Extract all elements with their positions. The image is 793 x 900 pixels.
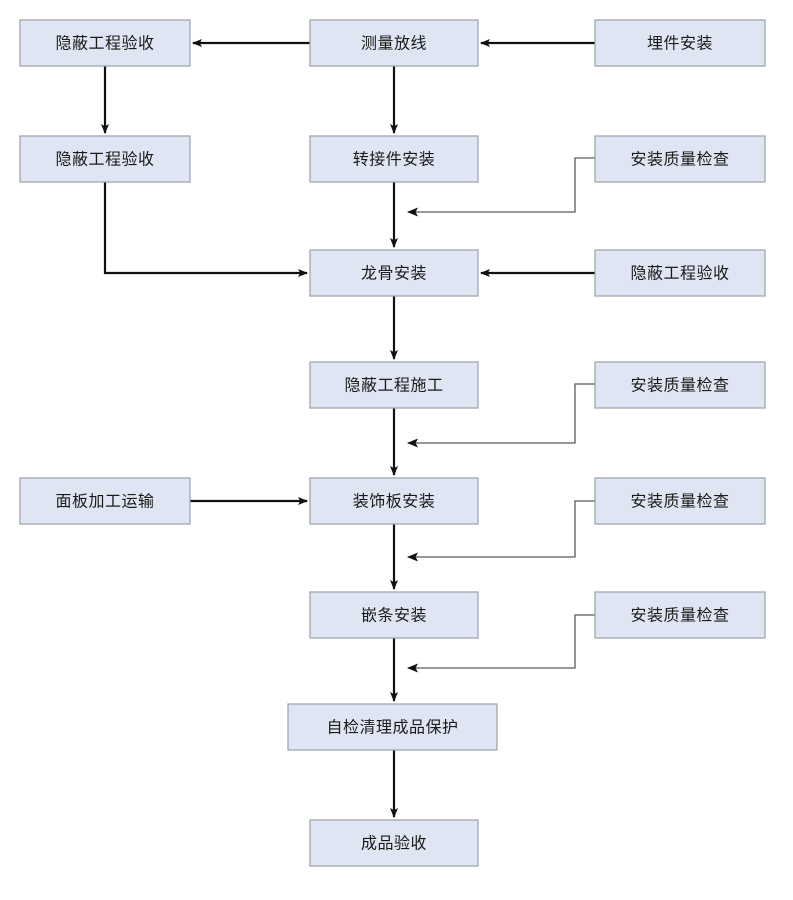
flow-node-label: 埋件安装 <box>647 34 713 53</box>
flow-node-box[interactable] <box>309 477 479 525</box>
flow-node[interactable]: 隐蔽工程验收 <box>19 135 191 183</box>
flow-node[interactable]: 埋件安装 <box>594 19 766 67</box>
flow-node[interactable]: 成品验收 <box>309 819 479 867</box>
flow-node[interactable]: 安装质量检查 <box>594 361 766 409</box>
flow-node[interactable]: 隐蔽工程施工 <box>309 361 479 409</box>
flow-node[interactable]: 装饰板安装 <box>309 477 479 525</box>
edge-layer <box>101 39 595 818</box>
flow-node[interactable]: 转接件安装 <box>309 135 479 183</box>
flow-node-label: 转接件安装 <box>353 150 436 169</box>
flow-node[interactable]: 安装质量检查 <box>594 135 766 183</box>
flow-edge <box>407 614 595 673</box>
flow-node-box[interactable] <box>309 19 479 67</box>
flow-node[interactable]: 安装质量检查 <box>594 477 766 525</box>
flow-node-box[interactable] <box>594 477 766 525</box>
flow-node-label: 嵌条安装 <box>361 606 427 625</box>
flow-node[interactable]: 隐蔽工程验收 <box>19 19 191 67</box>
flow-node-label: 安装质量检查 <box>630 150 729 169</box>
flow-node-label: 自检清理成品保护 <box>326 718 458 737</box>
node-layer: 隐蔽工程验收测量放线埋件安装隐蔽工程验收转接件安装安装质量检查龙骨安装隐蔽工程验… <box>19 19 766 867</box>
flow-node[interactable]: 嵌条安装 <box>309 591 479 639</box>
flow-node-label: 测量放线 <box>361 34 427 53</box>
flow-node-label: 隐蔽工程验收 <box>55 34 154 53</box>
flow-node-box[interactable] <box>19 477 191 525</box>
flow-node-label: 安装质量检查 <box>630 606 729 625</box>
flow-node-box[interactable] <box>309 819 479 867</box>
flow-node-box[interactable] <box>287 703 498 751</box>
flow-node-label: 成品验收 <box>361 834 427 853</box>
flow-node-box[interactable] <box>19 19 191 67</box>
flow-node[interactable]: 隐蔽工程验收 <box>594 249 766 297</box>
flow-node-box[interactable] <box>594 361 766 409</box>
flow-node-box[interactable] <box>594 249 766 297</box>
flow-node-box[interactable] <box>309 361 479 409</box>
flow-node-box[interactable] <box>309 591 479 639</box>
flow-edge <box>103 182 308 277</box>
flow-node-box[interactable] <box>594 591 766 639</box>
flow-node-box[interactable] <box>594 135 766 183</box>
flow-edge <box>407 500 595 562</box>
flow-node-label: 面板加工运输 <box>55 492 154 511</box>
flow-node-label: 安装质量检查 <box>630 492 729 511</box>
flow-node-label: 装饰板安装 <box>353 492 436 511</box>
flow-node[interactable]: 面板加工运输 <box>19 477 191 525</box>
flow-edge <box>407 383 595 448</box>
flow-node[interactable]: 安装质量检查 <box>594 591 766 639</box>
flow-node-box[interactable] <box>309 249 479 297</box>
flow-node-label: 安装质量检查 <box>630 376 729 395</box>
flow-node[interactable]: 测量放线 <box>309 19 479 67</box>
flow-node-box[interactable] <box>19 135 191 183</box>
flow-node-label: 龙骨安装 <box>361 264 427 283</box>
flow-node-label: 隐蔽工程施工 <box>344 376 443 395</box>
flow-node-label: 隐蔽工程验收 <box>630 264 729 283</box>
flow-node-box[interactable] <box>309 135 479 183</box>
flow-node[interactable]: 龙骨安装 <box>309 249 479 297</box>
flow-node[interactable]: 自检清理成品保护 <box>287 703 498 751</box>
flow-node-box[interactable] <box>594 19 766 67</box>
flow-node-label: 隐蔽工程验收 <box>55 150 154 169</box>
flow-edge <box>407 157 595 217</box>
